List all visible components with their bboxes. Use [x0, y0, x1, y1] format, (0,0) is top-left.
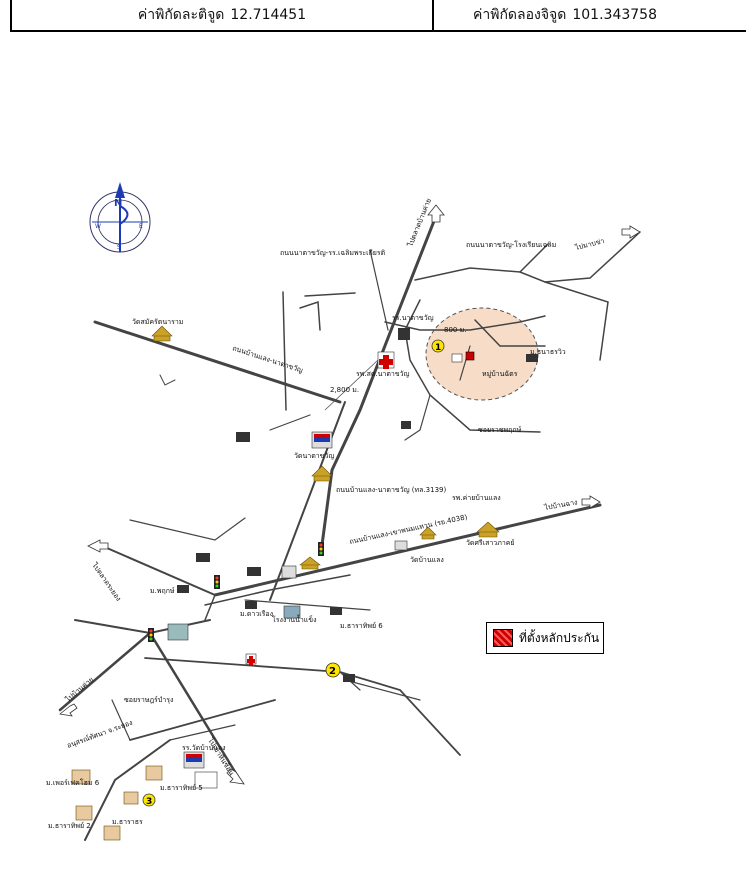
marker-3: 3 — [146, 797, 152, 807]
school-icon — [281, 565, 297, 579]
temple-icon — [151, 325, 173, 342]
map-label: ม.ธนาธรวิว — [530, 348, 566, 356]
map-label: ไปตลาดระยอง — [90, 560, 123, 602]
roads — [58, 214, 641, 841]
villages — [177, 328, 538, 682]
house-icon — [330, 607, 342, 615]
map-label: วัดศรีเสาวภาคย์ — [466, 539, 515, 547]
map-label: ไปบ้านค่าย — [63, 675, 95, 704]
map-label: โรงงานน้ำแข็ง — [272, 613, 317, 624]
arrow-north-icon — [427, 204, 445, 223]
arrow-east-icon — [621, 225, 641, 239]
map-label: หมู่บ้านฉัตร — [482, 370, 518, 378]
apartment-icon — [123, 791, 139, 805]
traffic-lights — [148, 542, 324, 642]
map-label: รพ.ค่ายบ้านแลง — [452, 494, 501, 502]
arrow-west-icon — [87, 539, 109, 553]
map-label: ม.ธาราทิพย์ 6 — [340, 622, 383, 630]
longitude-value: 101.343758 — [572, 7, 657, 23]
map-label: ถนนนาตาขวัญ-รร.เฉลิมพระเกียรติ — [280, 249, 386, 257]
office-icon — [194, 771, 218, 789]
house-icon — [247, 567, 261, 576]
map-label: ไปมาบข่า — [573, 236, 605, 252]
compass-e: E — [139, 223, 143, 230]
numbered-markers: 1 2 3 — [142, 339, 445, 807]
map-label: ม.เพอร์เฟคโฮม 6 — [46, 778, 100, 787]
school-icon — [394, 540, 408, 551]
ice-factory-icon — [283, 605, 301, 619]
marker-2: 2 — [329, 666, 336, 677]
latitude-label: ค่าพิกัดละติจูด — [137, 7, 225, 23]
legend-label: ที่ตั้งหลักประกัน — [519, 630, 600, 645]
compass-n: N — [114, 198, 122, 209]
map-label: ถนนนาตาขวัญ-โรงเรียนเฉลิม — [466, 240, 556, 249]
building-icon — [398, 328, 410, 340]
compass-w: W — [95, 223, 101, 230]
arrow-southeast-icon — [226, 768, 245, 785]
map-label: ม.ธาราทิพย์ 5 — [160, 784, 203, 792]
apartment-icon — [75, 805, 93, 821]
house-icon — [245, 601, 257, 609]
map-label: วัดสมัครัตนาราม — [132, 318, 183, 326]
arrow-southwest-icon — [59, 703, 78, 717]
map-label: รพ.สต.นาตาขวัญ — [356, 370, 410, 378]
latitude-cell: ค่าพิกัดละติจูด 12.714451 — [10, 0, 434, 32]
collateral-marker-icon — [465, 351, 475, 361]
temple-icon — [419, 526, 437, 540]
temple-icon — [299, 556, 321, 570]
map-label: ม.ธาราทิพย์ 2 — [48, 822, 91, 830]
house-icon — [526, 354, 538, 362]
map-legend: ที่ตั้งหลักประกัน — [486, 622, 604, 654]
collateral-location — [451, 351, 475, 363]
arrow-east2-icon — [581, 495, 601, 509]
map-label: ม.ดาวเรือง — [240, 610, 273, 618]
latitude-value: 12.714451 — [230, 7, 307, 23]
map-label: วัดนาตาขวัญ — [294, 452, 334, 460]
house-icon — [236, 432, 250, 442]
house-icon — [343, 674, 355, 682]
schools — [183, 431, 408, 769]
map-label: ซอยราษฎร์บำรุง — [124, 696, 173, 704]
house-icon — [177, 585, 189, 593]
apartment-icon — [145, 765, 163, 781]
hospitals — [245, 351, 395, 666]
map-label: ม.พฤกษ์ — [150, 587, 175, 595]
map-label: อนุสรณ์ทัศนา จ.ระยอง — [66, 719, 134, 750]
compass-icon: N S E W — [89, 182, 151, 253]
apartments — [71, 765, 163, 841]
temples — [151, 325, 500, 570]
map-label: 2,800 ม. — [330, 386, 359, 394]
house-icon — [401, 421, 411, 429]
longitude-label: ค่าพิกัดลองจิจูด — [473, 7, 567, 23]
map-label: ม.ธาราธร — [112, 818, 143, 826]
apartment-icon — [71, 769, 91, 785]
house-icon — [196, 553, 210, 562]
map-label: รร.นาตาขวัญ — [392, 314, 434, 322]
temple-icon — [476, 521, 500, 538]
direction-arrows — [59, 204, 641, 785]
map-label: ไปตลาดบ้านค่าย — [405, 197, 433, 249]
map-label: วัดบ้านแลง — [410, 556, 444, 564]
compass-s: S — [117, 244, 121, 251]
collateral-swatch-icon — [493, 629, 513, 647]
map-label: ซอยราชพฤกษ์ — [478, 426, 522, 434]
factory-icon — [167, 623, 189, 641]
map-label: 800 ม. — [444, 326, 466, 334]
marker-1: 1 — [435, 343, 441, 353]
map-label: ถนนบ้านแลง-นาตาขวัญ (ทล.3139) — [336, 486, 446, 494]
coordinates-header: ค่าพิกัดละติจูด 12.714451 ค่าพิกัดลองจิจ… — [10, 0, 754, 32]
temple-icon — [311, 465, 333, 482]
map-label: รร.วัดบ้านแลง — [182, 744, 226, 752]
longitude-cell: ค่าพิกัดลองจิจูด 101.343758 — [432, 0, 746, 32]
map-label: ไปเขาหินซ้อน — [206, 735, 237, 777]
apartment-icon — [103, 825, 121, 841]
